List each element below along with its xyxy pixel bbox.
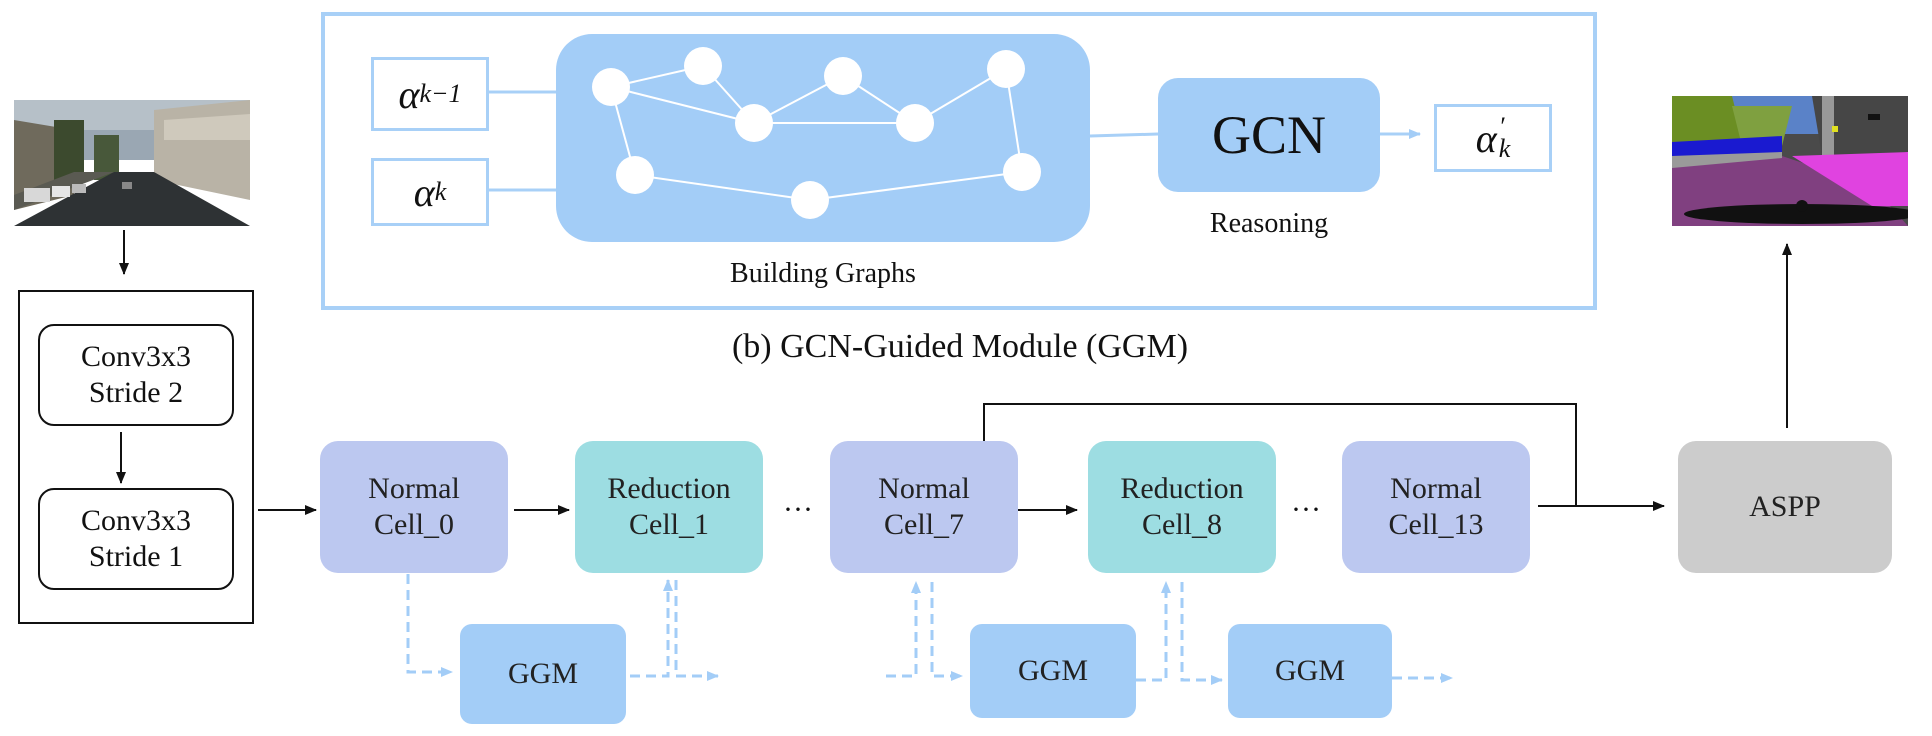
conv1-line2: Stride 2: [88, 376, 184, 409]
ggm-block-3: GGM: [1228, 624, 1392, 718]
alpha-out-box: α′k: [1434, 104, 1552, 172]
cell-0-line1: Normal: [368, 472, 460, 505]
reduction-cell-1: Reduction Cell_1: [575, 441, 763, 573]
cell-0-line2: Cell_0: [374, 508, 454, 541]
alpha-cur-base: α: [413, 169, 435, 215]
graph-to-gcn-connector: [1089, 132, 1159, 138]
reduction-cell-8: Reduction Cell_8: [1088, 441, 1276, 573]
graph-blob: [556, 34, 1090, 242]
cell-8-line1: Reduction: [1120, 472, 1244, 505]
normal-cell-0: Normal Cell_0: [320, 441, 508, 573]
alpha-prev-sub: k−1: [419, 79, 462, 108]
conv-stride1-block: Conv3x3 Stride 1: [38, 488, 234, 590]
ggm-block-1: GGM: [460, 624, 626, 724]
building-graphs-label: Building Graphs: [730, 258, 916, 289]
output-segmentation-image: [1672, 96, 1908, 226]
cell-7-line1: Normal: [878, 472, 970, 505]
ellipsis-1: ···: [783, 493, 813, 526]
cell-13-line2: Cell_13: [1388, 508, 1484, 541]
ggm-block-2-label: GGM: [1017, 654, 1088, 687]
alpha-out-sup: ′: [1498, 112, 1505, 141]
reasoning-label: Reasoning: [1209, 208, 1329, 239]
normal-cell-13: Normal Cell_13: [1342, 441, 1530, 573]
conv2-line2: Stride 1: [88, 540, 184, 573]
ggm-block-3-label: GGM: [1274, 654, 1345, 687]
normal-cell-7: Normal Cell_7: [830, 441, 1018, 573]
ggm-block-1-label: GGM: [507, 657, 578, 690]
cell-7-line2: Cell_7: [884, 508, 964, 541]
gcn-label: GCN: [1211, 105, 1326, 165]
ggm-dashed-paths: [406, 574, 1453, 685]
cell-1-line2: Cell_1: [629, 508, 709, 541]
skip-connection: [983, 403, 1577, 506]
stem-frame: [18, 290, 254, 624]
ggm-panel-frame: [321, 12, 1597, 310]
alpha-out-base: α: [1475, 115, 1497, 161]
graph-nodes: [592, 47, 1041, 219]
output-segmentation-image-art: [1672, 96, 1908, 226]
aspp-label: ASPP: [1749, 490, 1821, 523]
input-street-image: [14, 100, 250, 226]
input-street-image-art: [14, 100, 250, 226]
conv-stride2-block: Conv3x3 Stride 2: [38, 324, 234, 426]
conv1-line1: Conv3x3: [80, 340, 191, 373]
aspp-block: ASPP: [1678, 441, 1892, 573]
cell-13-line1: Normal: [1390, 472, 1482, 505]
alpha-out-sub: k: [1498, 134, 1511, 163]
gcn-block: [1158, 78, 1380, 192]
cell-1-line1: Reduction: [607, 472, 731, 505]
ellipsis-2: ···: [1291, 493, 1321, 526]
cell-8-line2: Cell_8: [1142, 508, 1222, 541]
ggm-block-2: GGM: [970, 624, 1136, 718]
alpha-prev-base: α: [398, 71, 420, 117]
alpha-cur-sub: k: [434, 177, 447, 206]
ggm-panel-caption: (b) GCN-Guided Module (GGM): [731, 328, 1189, 365]
conv2-line1: Conv3x3: [80, 504, 191, 537]
